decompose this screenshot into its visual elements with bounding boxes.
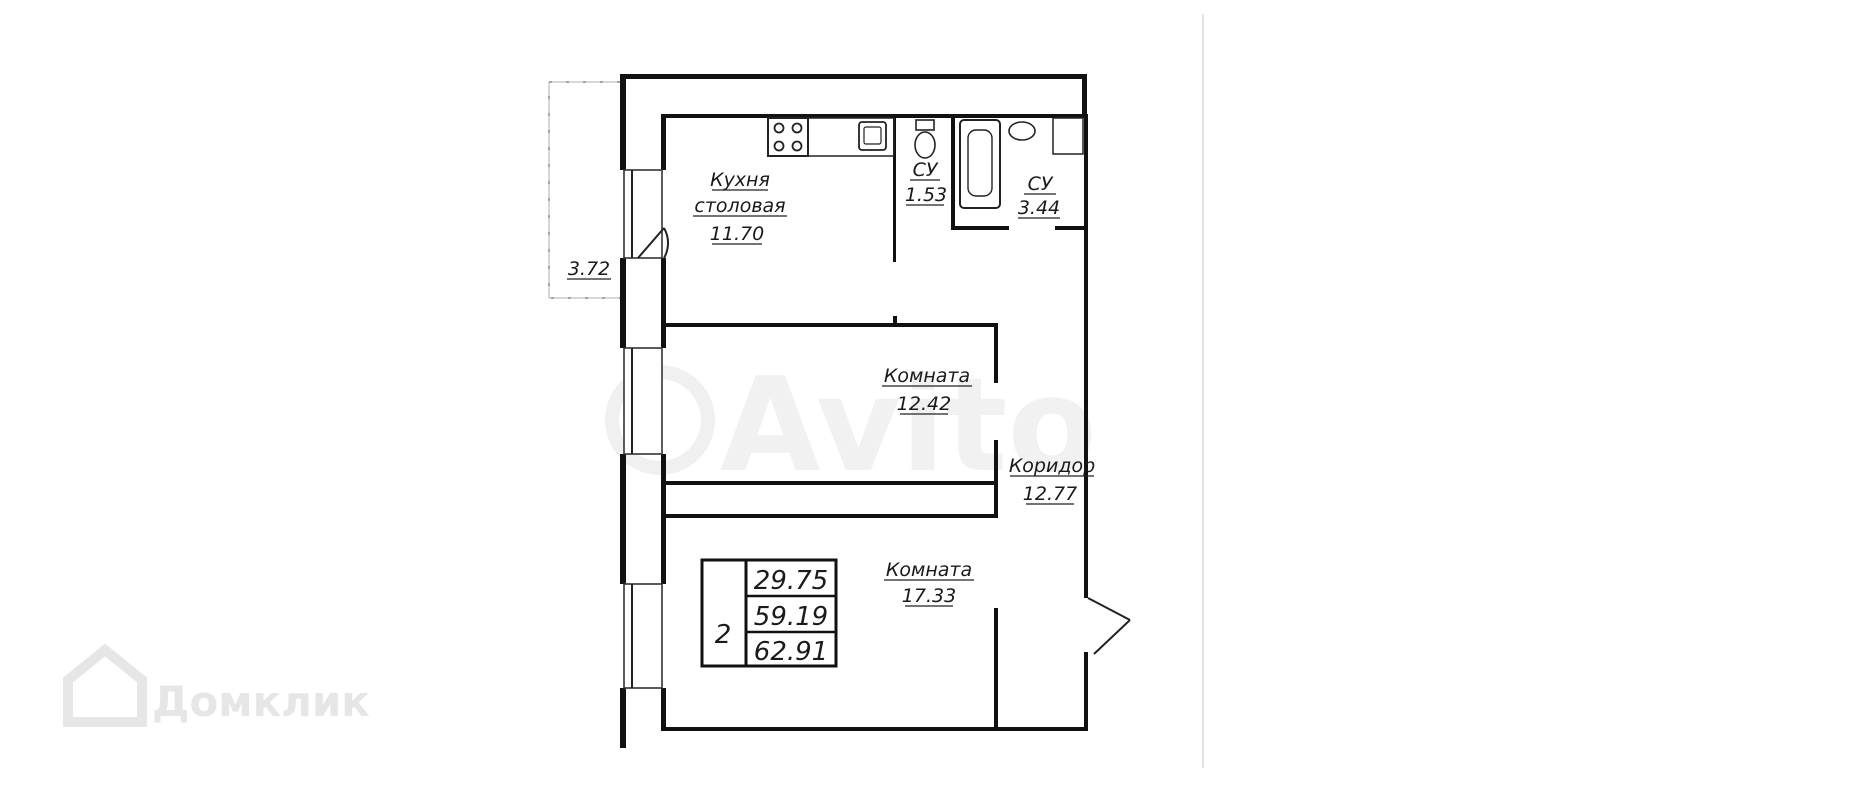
counter [807,117,895,157]
room-count: 2 [715,620,732,650]
balcony-area: 3.72 [568,258,610,280]
kitchen-label: Кухня столовая 11.70 [693,169,787,245]
outer-walls [620,74,1088,748]
kitchen-sink-icon [858,121,887,151]
room1-label: Комната 12.42 [882,365,972,415]
area-summary-table: 2 29.75 59.19 62.91 [700,558,838,668]
balcony-door [637,227,669,259]
total-area: 59.19 [754,602,828,632]
interior-partitions [661,118,1085,730]
total-with-balcony: 62.91 [754,637,828,667]
wc-large-area: 3.44 [1018,197,1060,219]
wc-large-name: СУ [1028,173,1054,195]
corridor-name: Коридор [1009,455,1095,477]
washing-machine-icon [1052,117,1084,155]
toilet-small-icon [914,119,936,159]
windows [623,169,663,689]
bathtub-icon [959,119,1001,209]
washbasin-icon [1008,121,1036,141]
room2-area: 17.33 [902,585,956,607]
room2-label: Комната 17.33 [884,559,974,607]
balcony-outline [548,81,620,299]
kitchen-name-2: столовая [694,195,785,217]
stove-icon [767,117,809,157]
kitchen-name: Кухня [710,169,770,191]
svg-text:Домклик: Домклик [152,677,370,726]
corridor-label: Коридор 12.77 [1009,455,1095,505]
avito-watermark: Avito [605,349,1097,501]
wc-small-name: СУ [913,159,939,181]
kitchen-area: 11.70 [710,223,764,245]
room2-name: Комната [886,559,972,581]
wc-small-label: СУ 1.53 [905,159,947,206]
corridor-area: 12.77 [1023,483,1077,505]
domclick-watermark: Домклик [63,643,370,727]
entrance-door [1087,597,1131,655]
wc-small-area: 1.53 [905,184,947,206]
balcony-label: 3.72 [567,258,611,280]
room1-area: 12.42 [897,393,951,415]
living-area: 29.75 [754,566,828,596]
wc-large-label: СУ 3.44 [1018,173,1060,219]
room1-name: Комната [884,365,970,387]
